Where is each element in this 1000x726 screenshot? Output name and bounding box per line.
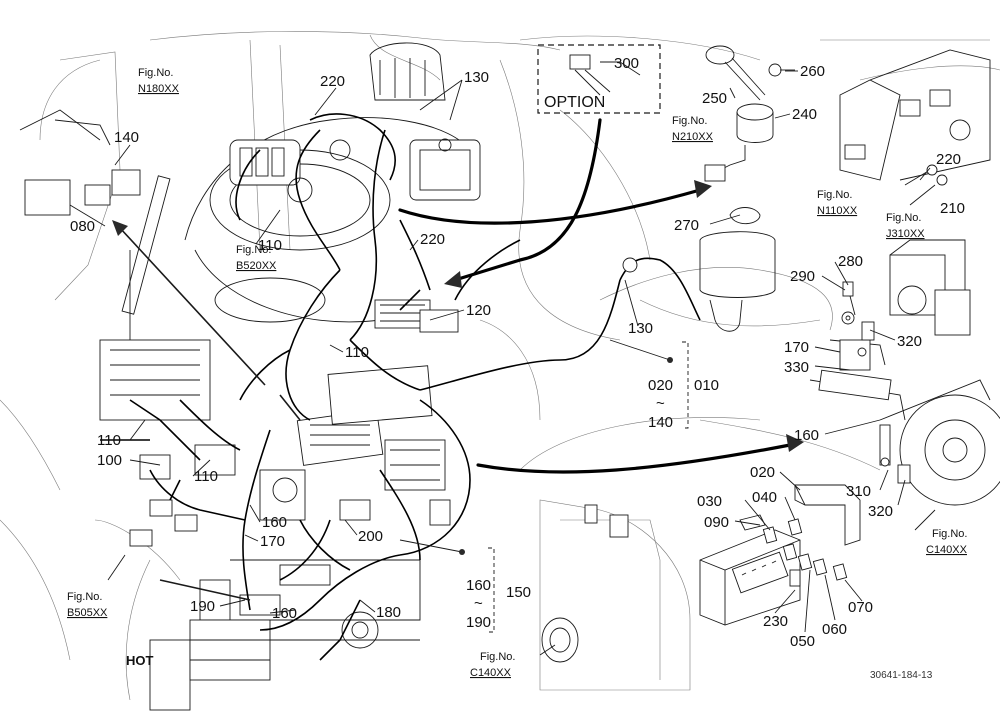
- part-callouts: 220 130 140 080 110 220 120 110 110 100 …: [70, 55, 965, 650]
- right-sensor-assembly: [699, 231, 1000, 506]
- fig-ref-prefix: Fig.No.: [672, 115, 707, 127]
- fig-ref-c140xx-right: Fig.No. C140XX: [926, 528, 968, 556]
- central-fuse-box: [259, 365, 451, 526]
- hot-label: HOT: [126, 653, 154, 668]
- callout-160: 160: [272, 605, 297, 622]
- option-box: [537, 44, 661, 114]
- option-label: OPTION: [544, 94, 605, 111]
- callout-330: 330: [784, 359, 809, 376]
- callout-190: 190: [190, 598, 215, 615]
- callout-130: 130: [628, 320, 653, 337]
- lower-frame: [149, 559, 421, 711]
- fig-ref-code: C140XX: [926, 544, 968, 556]
- right-top-bracket: [839, 49, 991, 186]
- range-brackets: [488, 341, 689, 633]
- callout-090: 090: [704, 514, 729, 531]
- range-tilde: ~: [474, 595, 483, 612]
- seat: [369, 42, 481, 201]
- fig-ref-prefix: Fig.No.: [817, 189, 852, 201]
- fig-ref-code: B505XX: [67, 607, 108, 619]
- lower-panel: [541, 504, 629, 663]
- callout-110: 110: [97, 432, 121, 449]
- left-control-cluster: [19, 109, 236, 547]
- callout-320: 320: [868, 503, 893, 520]
- range-group: 150: [506, 584, 531, 601]
- range-bottom: 190: [466, 614, 491, 631]
- fig-ref-code: N180XX: [138, 83, 180, 95]
- fuse-box-exploded: [699, 484, 861, 626]
- range-group-150: 160 ~ 190 150: [466, 577, 531, 631]
- fig-ref-n180xx: Fig.No. N180XX: [138, 67, 180, 95]
- wiring-harness: [100, 113, 701, 661]
- callout-310: 310: [846, 483, 871, 500]
- fig-ref-c140xx-bottom: Fig.No. C140XX: [470, 651, 515, 679]
- key-switch-parts: [569, 45, 795, 225]
- callout-220: 220: [936, 151, 961, 168]
- callout-110: 110: [194, 468, 218, 485]
- fig-ref-prefix: Fig.No.: [236, 244, 271, 256]
- callout-200: 200: [358, 528, 383, 545]
- callout-280: 280: [838, 253, 863, 270]
- fig-ref-b505xx: Fig.No. B505XX: [67, 591, 108, 619]
- callout-160: 160: [794, 427, 819, 444]
- callout-270: 270: [674, 217, 699, 234]
- callout-110: 110: [345, 344, 369, 361]
- drawing-code: 30641-184-13: [870, 670, 933, 681]
- callout-220: 220: [320, 73, 345, 90]
- callout-260: 260: [800, 63, 825, 80]
- fig-ref-prefix: Fig.No.: [138, 67, 173, 79]
- callout-080: 080: [70, 218, 95, 235]
- fig-ref-b520xx: Fig.No. B520XX: [236, 244, 277, 272]
- leader-arrows: [112, 118, 804, 601]
- callout-110: 110: [258, 237, 282, 254]
- callout-320: 320: [897, 333, 922, 350]
- callout-250: 250: [702, 90, 727, 107]
- callout-230: 230: [763, 613, 788, 630]
- callout-050: 050: [790, 633, 815, 650]
- fig-ref-code: N110XX: [817, 205, 858, 217]
- range-group: 010: [694, 377, 719, 394]
- instrument-panel: [184, 117, 471, 333]
- callout-120: 120: [466, 302, 491, 319]
- fig-ref-code: N210XX: [672, 131, 714, 143]
- range-top: 160: [466, 577, 491, 594]
- fig-ref-code: B520XX: [236, 260, 277, 272]
- callout-070: 070: [848, 599, 873, 616]
- range-group-010: 020 ~ 140 010: [648, 377, 719, 431]
- callout-040: 040: [752, 489, 777, 506]
- range-top: 020: [648, 377, 673, 394]
- fig-ref-n210xx: Fig.No. N210XX: [672, 115, 714, 143]
- callout-130: 130: [464, 69, 489, 86]
- callout-290: 290: [790, 268, 815, 285]
- callout-100: 100: [97, 452, 122, 469]
- fig-ref-code: C140XX: [470, 667, 512, 679]
- tractor-body-outline: [0, 31, 1000, 701]
- callout-220: 220: [420, 231, 445, 248]
- fig-ref-n110xx: Fig.No. N110XX: [817, 189, 858, 217]
- range-tilde: ~: [656, 395, 665, 412]
- callout-170: 170: [260, 533, 285, 550]
- callout-170: 170: [784, 339, 809, 356]
- callout-180: 180: [376, 604, 401, 621]
- fig-ref-prefix: Fig.No.: [480, 651, 515, 663]
- callout-240: 240: [792, 106, 817, 123]
- callout-020: 020: [750, 464, 775, 481]
- fig-ref-j310xx: Fig.No. J310XX: [886, 212, 925, 240]
- fig-ref-code: J310XX: [886, 228, 925, 240]
- fig-ref-prefix: Fig.No.: [932, 528, 967, 540]
- callout-210: 210: [940, 200, 965, 217]
- callout-300: 300: [614, 55, 639, 72]
- range-bottom: 140: [648, 414, 673, 431]
- callout-leaders: [69, 61, 936, 656]
- callout-060: 060: [822, 621, 847, 638]
- fig-ref-prefix: Fig.No.: [886, 212, 921, 224]
- fig-ref-prefix: Fig.No.: [67, 591, 102, 603]
- callout-160: 160: [262, 514, 287, 531]
- callout-030: 030: [697, 493, 722, 510]
- callout-140: 140: [114, 129, 139, 146]
